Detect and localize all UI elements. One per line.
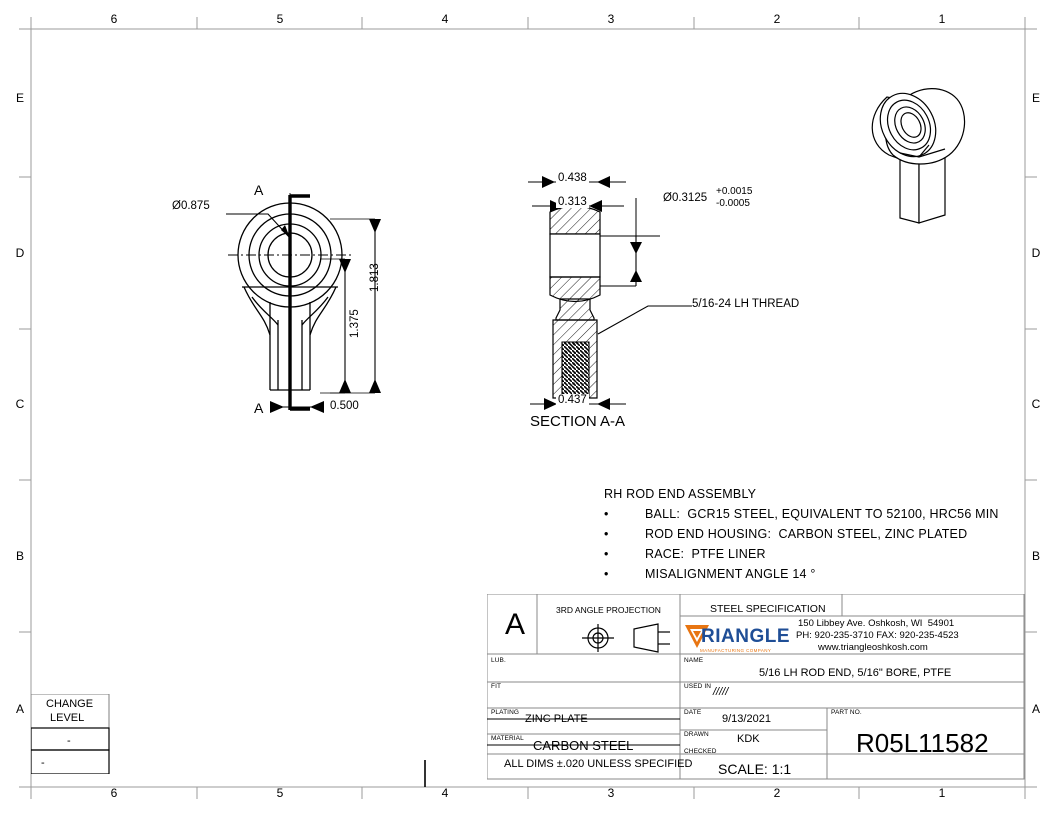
tolerance-note: ALL DIMS ±.020 UNLESS SPECIFIED — [504, 758, 693, 770]
partno-label: PART NO. — [831, 709, 862, 716]
partno-value: R05L11582 — [856, 728, 989, 758]
zone-bottom-3: 3 — [607, 786, 615, 800]
isometric-view-drawing — [871, 88, 966, 224]
dia-outer-leader — [226, 213, 291, 239]
notes-bullet-3: MISALIGNMENT ANGLE 14 ° — [645, 567, 816, 581]
zone-top-3: 3 — [607, 12, 615, 26]
company-address-line1: 150 Libbey Ave. Oshkosh, WI 54901 — [798, 618, 955, 629]
zone-top-4: 4 — [441, 12, 449, 26]
section-caption: SECTION A-A — [530, 413, 626, 430]
name-value: 5/16 LH ROD END, 5/16" BORE, PTFE — [759, 667, 952, 679]
shank-width-dimension-line — [270, 401, 324, 413]
notes-bullet-marker-3: • — [604, 567, 609, 581]
triangle-logo-icon — [685, 625, 709, 648]
thread-note-text: 5/16-24 LH THREAD — [692, 298, 800, 310]
company-address-line2: PH: 920-235-3710 FAX: 920-235-4523 — [796, 630, 959, 641]
date-label: DATE — [684, 709, 702, 716]
section-label-top: A — [254, 182, 264, 198]
usedin-value: ///// — [713, 686, 729, 698]
zone-top-2: 2 — [773, 12, 781, 26]
ball-width-value: 0.313 — [556, 196, 589, 208]
steel-spec-label: STEEL SPECIFICATION — [710, 603, 826, 615]
fit-label: FIT — [491, 683, 502, 690]
material-value: CARBON STEEL — [533, 738, 634, 753]
bore-dia-value: Ø0.3125 — [663, 192, 708, 204]
shank-width-value: 0.500 — [330, 400, 359, 412]
notes-title: RH ROD END ASSEMBLY — [604, 487, 757, 501]
thread-note-leader — [597, 305, 692, 335]
zone-top-1: 1 — [938, 12, 946, 26]
zone-left-b: B — [15, 549, 24, 563]
third-angle-projection-symbol — [582, 623, 670, 653]
head-width-value: 0.438 — [556, 172, 589, 184]
center-length-dimension-line — [320, 258, 351, 394]
plating-value: ZINC PLATE — [525, 713, 588, 725]
drawn-label: DRAWN — [684, 731, 709, 738]
zone-left-a: A — [15, 702, 24, 716]
logo-wordmark: RIANGLE — [701, 626, 790, 647]
change-level-row1: - — [67, 735, 71, 747]
zone-top-5: 5 — [276, 12, 284, 26]
overall-length-value: 1.813 — [369, 263, 381, 292]
zone-right-b: B — [1031, 549, 1040, 563]
change-level-block — [31, 694, 110, 774]
zone-bottom-2: 2 — [773, 786, 781, 800]
bore-tol-upper: +0.0015 — [716, 186, 753, 197]
section-cut-line — [288, 194, 310, 411]
change-level-header-line1: CHANGE — [46, 698, 94, 710]
dia-outer-dimension: Ø0.875 — [172, 200, 210, 212]
zone-bottom-4: 4 — [441, 786, 449, 800]
projection-label: 3RD ANGLE PROJECTION — [556, 605, 661, 615]
logo-subtext: MANUFACTURING COMPANY — [700, 648, 772, 653]
zone-bottom-6: 6 — [110, 786, 118, 800]
notes-bullet-marker-2: • — [604, 547, 609, 561]
scale-value: SCALE: 1:1 — [718, 761, 792, 777]
section-label-bottom: A — [254, 400, 264, 416]
zone-bottom-1: 1 — [938, 786, 946, 800]
checked-label: CHECKED — [684, 748, 717, 755]
usedin-label: USED IN — [684, 683, 712, 690]
revision-letter: A — [505, 608, 526, 641]
name-label: NAME — [684, 657, 704, 664]
zone-right-a: A — [1031, 702, 1040, 716]
notes-bullet-marker-1: • — [604, 527, 609, 541]
zone-left-c: C — [15, 397, 25, 411]
change-level-row2: - — [41, 757, 45, 769]
zone-bottom-5: 5 — [276, 786, 284, 800]
notes-bullet-1: ROD END HOUSING: CARBON STEEL, ZINC PLAT… — [645, 527, 968, 541]
lub-label: LUB. — [491, 657, 506, 664]
zone-right-c: C — [1031, 397, 1041, 411]
section-shank-width-value: 0.437 — [556, 394, 589, 406]
notes-bullet-0: BALL: GCR15 STEEL, EQUIVALENT TO 52100, … — [645, 507, 999, 521]
date-value: 9/13/2021 — [722, 713, 771, 725]
zone-left-d: D — [15, 246, 25, 260]
plating-label: PLATING — [491, 709, 520, 716]
title-block-frame — [487, 594, 1025, 780]
drawn-value: KDK — [737, 733, 760, 745]
center-length-value: 1.375 — [349, 309, 361, 338]
company-address-line3: www.triangleoshkosh.com — [818, 642, 928, 653]
notes-bullet-marker-0: • — [604, 507, 609, 521]
section-shank-width-dimension-line — [530, 398, 626, 410]
zone-right-d: D — [1031, 246, 1041, 260]
zone-right-e: E — [1031, 91, 1040, 105]
bore-tol-lower: -0.0005 — [716, 198, 750, 209]
material-label: MATERIAL — [491, 735, 524, 742]
zone-top-6: 6 — [110, 12, 118, 26]
change-level-header-line2: LEVEL — [50, 712, 85, 724]
notes-bullet-2: RACE: PTFE LINER — [645, 547, 766, 561]
bore-dimension-leader — [600, 198, 660, 287]
zone-left-e: E — [15, 91, 24, 105]
